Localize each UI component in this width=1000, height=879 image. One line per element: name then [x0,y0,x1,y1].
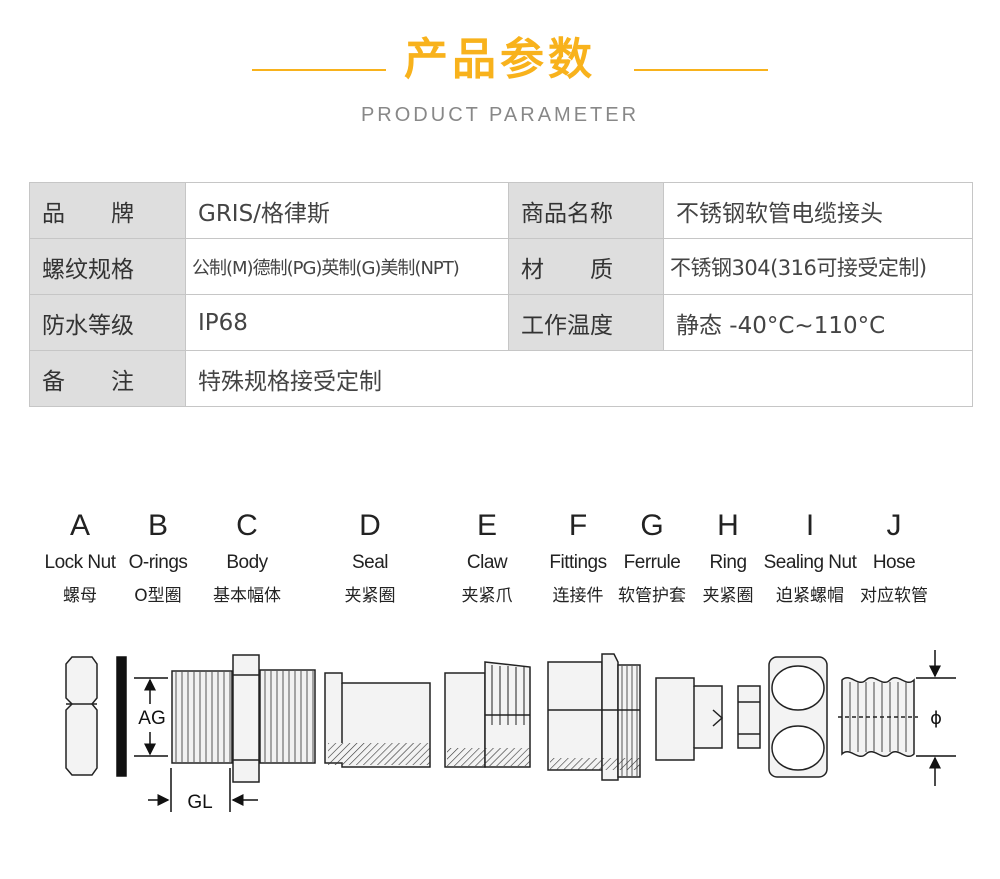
part-label-j: J Hose 对应软管 [856,508,932,608]
section-header: 产品参数 PRODUCT PARAMETER [0,0,1000,150]
part-name-cn: 夹紧圈 [344,586,396,606]
part-name-cn: 夹紧爪 [461,586,513,606]
part-name-cn: 迫紧螺帽 [776,586,844,606]
fittings-drawing [547,653,641,781]
exploded-parts-drawing: AG GL ϕ [65,650,956,813]
dimension-gl-label: GL [187,792,212,813]
part-name-en: Ring [709,552,747,573]
part-name-cn: 基本幅体 [213,586,281,606]
param-value: IP68 [185,294,509,351]
sealing-nut-drawing [768,656,828,778]
part-letter: I [805,509,815,542]
parts-diagram: A Lock Nut 螺母 B O-rings O型圈 C Body 基本幅体 … [0,500,1000,879]
part-letter: D [359,509,381,542]
part-label-d: D Seal 夹紧圈 [330,508,410,608]
part-name-en: Lock Nut [44,552,116,573]
part-label-i: I Sealing Nut 迫紧螺帽 [760,508,860,608]
param-value: 静态 -40°C~110°C [663,294,973,351]
part-letter: B [147,509,168,542]
section-subtitle: PRODUCT PARAMETER [360,104,640,126]
header-line-right [634,69,768,71]
part-label-b: B O-rings O型圈 [118,508,198,608]
param-value: 特殊规格接受定制 [185,350,973,407]
part-letter: A [69,509,90,542]
param-key: 备 注 [29,350,186,407]
hose-drawing [838,677,918,757]
body-drawing [171,654,316,783]
part-name-en: Ferrule [623,552,681,573]
param-key: 材 质 [508,238,664,295]
dimension-phi-label: ϕ [930,708,942,729]
table-row: 螺纹规格 公制(M)德制(PG)英制(G)美制(NPT) 材 质 不锈钢304(… [29,238,973,295]
param-key: 螺纹规格 [29,238,186,295]
section-title: 产品参数 [404,34,596,85]
o-ring-drawing [116,656,127,777]
part-label-g: G Ferrule 软管护套 [614,508,690,608]
part-name-en: Seal [351,552,389,573]
part-letter: F [568,509,588,542]
table-row: 备 注 特殊规格接受定制 [29,350,973,407]
part-label-e: E Claw 夹紧爪 [447,508,527,608]
part-name-en: Hose [872,552,916,573]
part-label-c: C Body 基本幅体 [200,508,294,608]
param-key: 工作温度 [508,294,664,351]
part-letter: E [476,509,497,542]
part-letter: J [886,509,902,542]
part-label-f: F Fittings 连接件 [540,508,616,608]
lock-nut-drawing [65,656,98,776]
part-name-cn: O型圈 [134,586,182,606]
part-name-en: Claw [466,552,508,573]
header-line-left [252,69,386,71]
param-value: GRIS/格律斯 [185,182,509,239]
seal-drawing [324,672,431,768]
param-value: 公制(M)德制(PG)英制(G)美制(NPT) [185,238,509,295]
part-label-a: A Lock Nut 螺母 [40,508,120,608]
param-key: 商品名称 [508,182,664,239]
part-name-en: Sealing Nut [763,552,857,573]
part-name-en: Fittings [549,552,607,573]
table-row: 防水等级 IP68 工作温度 静态 -40°C~110°C [29,294,973,351]
param-key: 品 牌 [29,182,186,239]
part-name-en: Body [226,552,268,573]
part-letter: G [640,509,664,542]
param-key: 防水等级 [29,294,186,351]
table-row: 品 牌 GRIS/格律斯 商品名称 不锈钢软管电缆接头 [29,182,973,239]
part-name-cn: 螺母 [63,586,97,606]
part-letter: H [717,509,739,542]
claw-drawing [444,661,531,768]
part-name-cn: 对应软管 [860,586,928,606]
part-name-en: O-rings [128,552,188,573]
parameter-table: 品 牌 GRIS/格律斯 商品名称 不锈钢软管电缆接头 螺纹规格 公制(M)德制… [29,182,973,407]
ring-drawing [737,685,761,749]
part-name-cn: 连接件 [552,586,604,606]
param-value: 不锈钢软管电缆接头 [663,182,973,239]
part-name-cn: 软管护套 [618,586,686,606]
dimension-ag-label: AG [138,708,165,729]
ferrule-drawing [655,677,724,761]
part-name-cn: 夹紧圈 [702,586,754,606]
part-letter: C [236,509,258,542]
part-label-h: H Ring 夹紧圈 [696,508,760,608]
param-value: 不锈钢304(316可接受定制) [663,238,973,295]
